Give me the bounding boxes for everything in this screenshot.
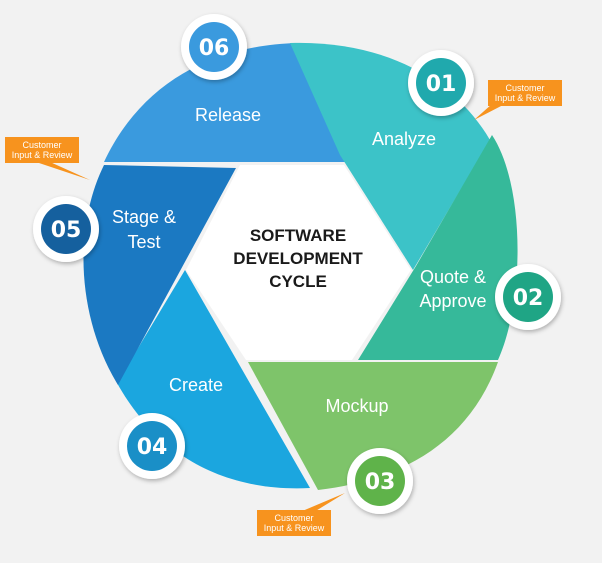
callout-3-line-1: Customer (274, 513, 314, 523)
segment-stage-test (83, 165, 236, 385)
center-title-line-2: DEVELOPMENT (233, 249, 363, 268)
step-number-02: 02 (513, 286, 544, 311)
step-badge-04: 04 (119, 413, 185, 479)
callout-tail-1 (474, 104, 505, 120)
step-label-quote-approve-2: Approve (419, 291, 486, 311)
step-badge-02: 02 (495, 264, 561, 330)
step-label-stage-test-1: Stage & (112, 207, 176, 227)
step-label-mockup: Mockup (325, 396, 388, 416)
callout-tail-3 (300, 493, 345, 512)
step-label-release: Release (195, 105, 261, 125)
callout-customer-review-1: Customer Input & Review (488, 80, 562, 106)
step-label-quote-approve-1: Quote & (420, 267, 486, 287)
callout-2-line-1: Customer (22, 140, 62, 150)
callout-3-line-2: Input & Review (263, 523, 325, 533)
center-hexagon (186, 165, 411, 360)
step-badge-01: 01 (408, 50, 474, 116)
step-number-01: 01 (426, 72, 457, 97)
step-number-06: 06 (199, 36, 230, 61)
callout-1-line-2: Input & Review (494, 93, 556, 103)
center-title-line-1: SOFTWARE (250, 226, 346, 245)
step-number-03: 03 (365, 470, 396, 495)
segment-quote-approve (358, 135, 518, 360)
step-label-analyze: Analyze (372, 129, 436, 149)
segment-release (104, 43, 351, 162)
step-label-stage-test-2: Test (127, 232, 160, 252)
segment-mockup (248, 362, 498, 490)
step-number-04: 04 (137, 435, 168, 460)
step-badge-05: 05 (33, 196, 99, 262)
step-badge-03: 03 (347, 448, 413, 514)
callout-customer-review-3: Customer Input & Review (257, 510, 331, 536)
center-title-line-3: CYCLE (269, 272, 327, 291)
callout-1-line-1: Customer (505, 83, 545, 93)
step-number-05: 05 (51, 218, 82, 243)
callout-customer-review-2: Customer Input & Review (5, 137, 79, 163)
step-badge-06: 06 (181, 14, 247, 80)
callout-2-line-2: Input & Review (11, 150, 73, 160)
step-label-create: Create (169, 375, 223, 395)
callout-tail-2 (36, 162, 90, 180)
